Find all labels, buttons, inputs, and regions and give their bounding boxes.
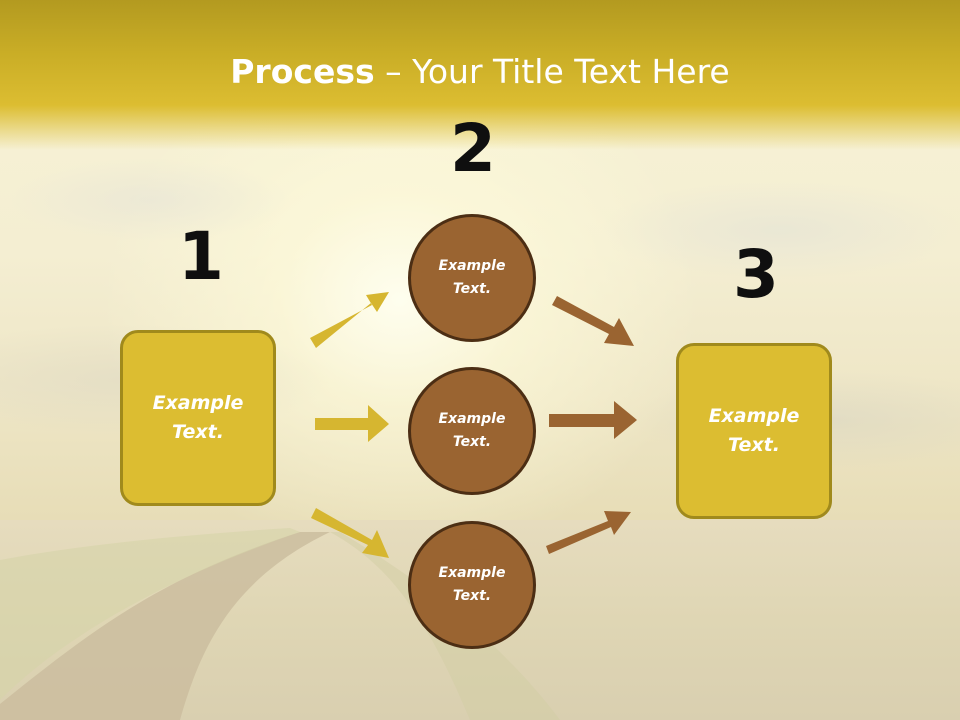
circle-bottom: Example Text. xyxy=(408,521,536,649)
circle-top: Example Text. xyxy=(408,214,536,342)
gold-arrow-down xyxy=(311,508,389,558)
right-text-box: Example Text. xyxy=(676,343,832,519)
title-bar xyxy=(0,0,960,150)
title-rest: – Your Title Text Here xyxy=(374,52,730,91)
right-box-label: Example Text. xyxy=(708,405,800,456)
gold-arrow-right xyxy=(315,405,389,442)
brown-arrow-up xyxy=(546,511,631,554)
brown-arrow-right xyxy=(549,401,637,439)
slide-title: Process – Your Title Text Here xyxy=(0,52,960,91)
step-number-2: 2 xyxy=(450,110,496,187)
circle-middle-label: Example Text. xyxy=(438,411,506,450)
step-number-1: 1 xyxy=(178,218,224,295)
left-text-box: Example Text. xyxy=(120,330,276,506)
title-bold: Process xyxy=(230,52,375,91)
circle-middle: Example Text. xyxy=(408,367,536,495)
circle-top-label: Example Text. xyxy=(438,258,506,297)
left-box-label: Example Text. xyxy=(152,392,244,443)
brown-arrow-down xyxy=(552,296,634,346)
step-number-3: 3 xyxy=(733,236,779,313)
gold-arrow-up xyxy=(310,292,389,348)
circle-bottom-label: Example Text. xyxy=(438,565,506,604)
